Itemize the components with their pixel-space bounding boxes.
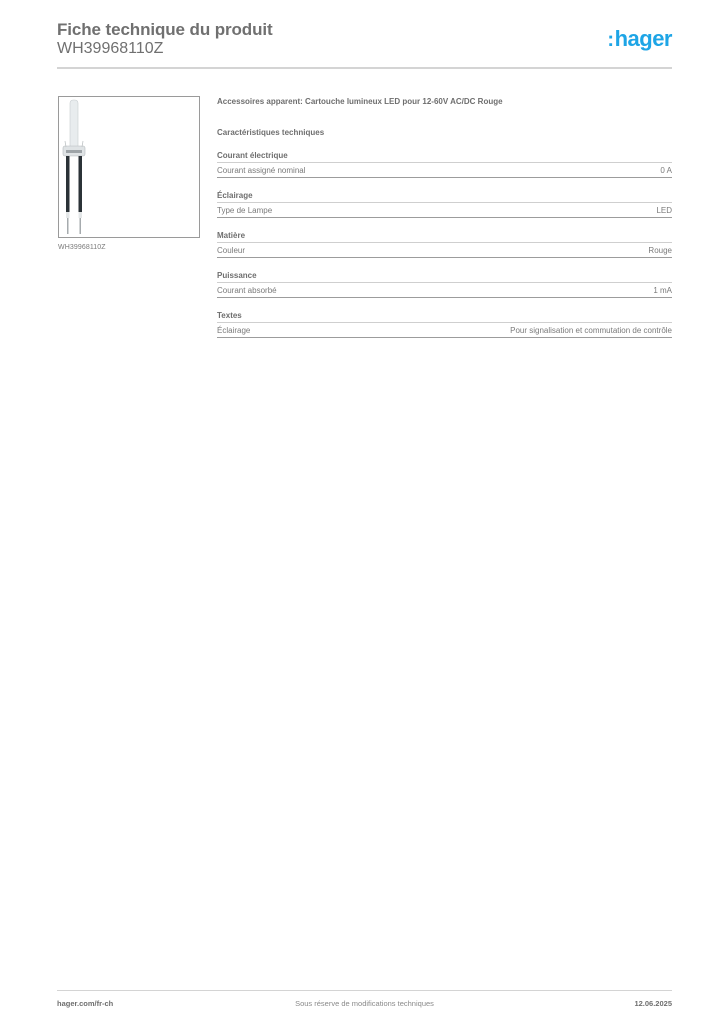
spec-label: Courant absorbé (217, 286, 277, 295)
spec-group-textes: Textes Éclairage Pour signalisation et c… (217, 310, 672, 338)
spec-row: Type de Lampe LED (217, 203, 672, 218)
spec-group-title: Textes (217, 310, 672, 323)
spec-label: Éclairage (217, 326, 251, 335)
spec-content: Accessoires apparent: Cartouche lumineux… (217, 96, 672, 338)
document-title: Fiche technique du produit (57, 20, 273, 39)
spec-group-title: Éclairage (217, 190, 672, 203)
spec-label: Courant assigné nominal (217, 166, 306, 175)
spec-value: LED (656, 206, 672, 215)
spec-group-title: Puissance (217, 270, 672, 283)
spec-label: Type de Lampe (217, 206, 273, 215)
spec-row: Courant absorbé 1 mA (217, 283, 672, 298)
spec-label: Couleur (217, 246, 246, 255)
spec-group-eclairage: Éclairage Type de Lampe LED (217, 190, 672, 218)
logo-text: hager (614, 26, 673, 51)
document-header: Fiche technique du produit WH39968110Z (57, 20, 672, 58)
hager-logo: :hager (607, 27, 672, 52)
spec-group-puissance: Puissance Courant absorbé 1 mA (217, 270, 672, 298)
led-cartridge-icon (62, 99, 86, 234)
spec-value: 0 A (660, 166, 672, 175)
product-image (58, 96, 200, 238)
spec-row: Éclairage Pour signalisation et commutat… (217, 323, 672, 338)
product-code: WH39968110Z (57, 40, 164, 57)
footer-divider (57, 990, 672, 991)
header-divider (57, 67, 672, 69)
spec-group-title: Courant électrique (217, 150, 672, 163)
spec-row: Courant assigné nominal 0 A (217, 163, 672, 178)
product-image-caption: WH39968110Z (58, 244, 106, 251)
product-description: Accessoires apparent: Cartouche lumineux… (217, 97, 503, 106)
logo-colon-icon: : (607, 29, 614, 51)
spec-value: Pour signalisation et commutation de con… (510, 326, 672, 335)
spec-group-matiere: Matière Couleur Rouge (217, 230, 672, 258)
spec-group-title: Matière (217, 230, 672, 243)
spec-row: Couleur Rouge (217, 243, 672, 258)
footer-date: 12.06.2025 (634, 999, 672, 1008)
spec-value: 1 mA (653, 286, 672, 295)
footer-website-link[interactable]: hager.com/fr-ch (57, 999, 114, 1008)
footer-disclaimer: Sous réserve de modifications techniques (295, 999, 434, 1008)
section-heading: Caractéristiques techniques (217, 128, 325, 137)
spec-value: Rouge (648, 246, 672, 255)
spec-group-courant-electrique: Courant électrique Courant assigné nomin… (217, 150, 672, 178)
